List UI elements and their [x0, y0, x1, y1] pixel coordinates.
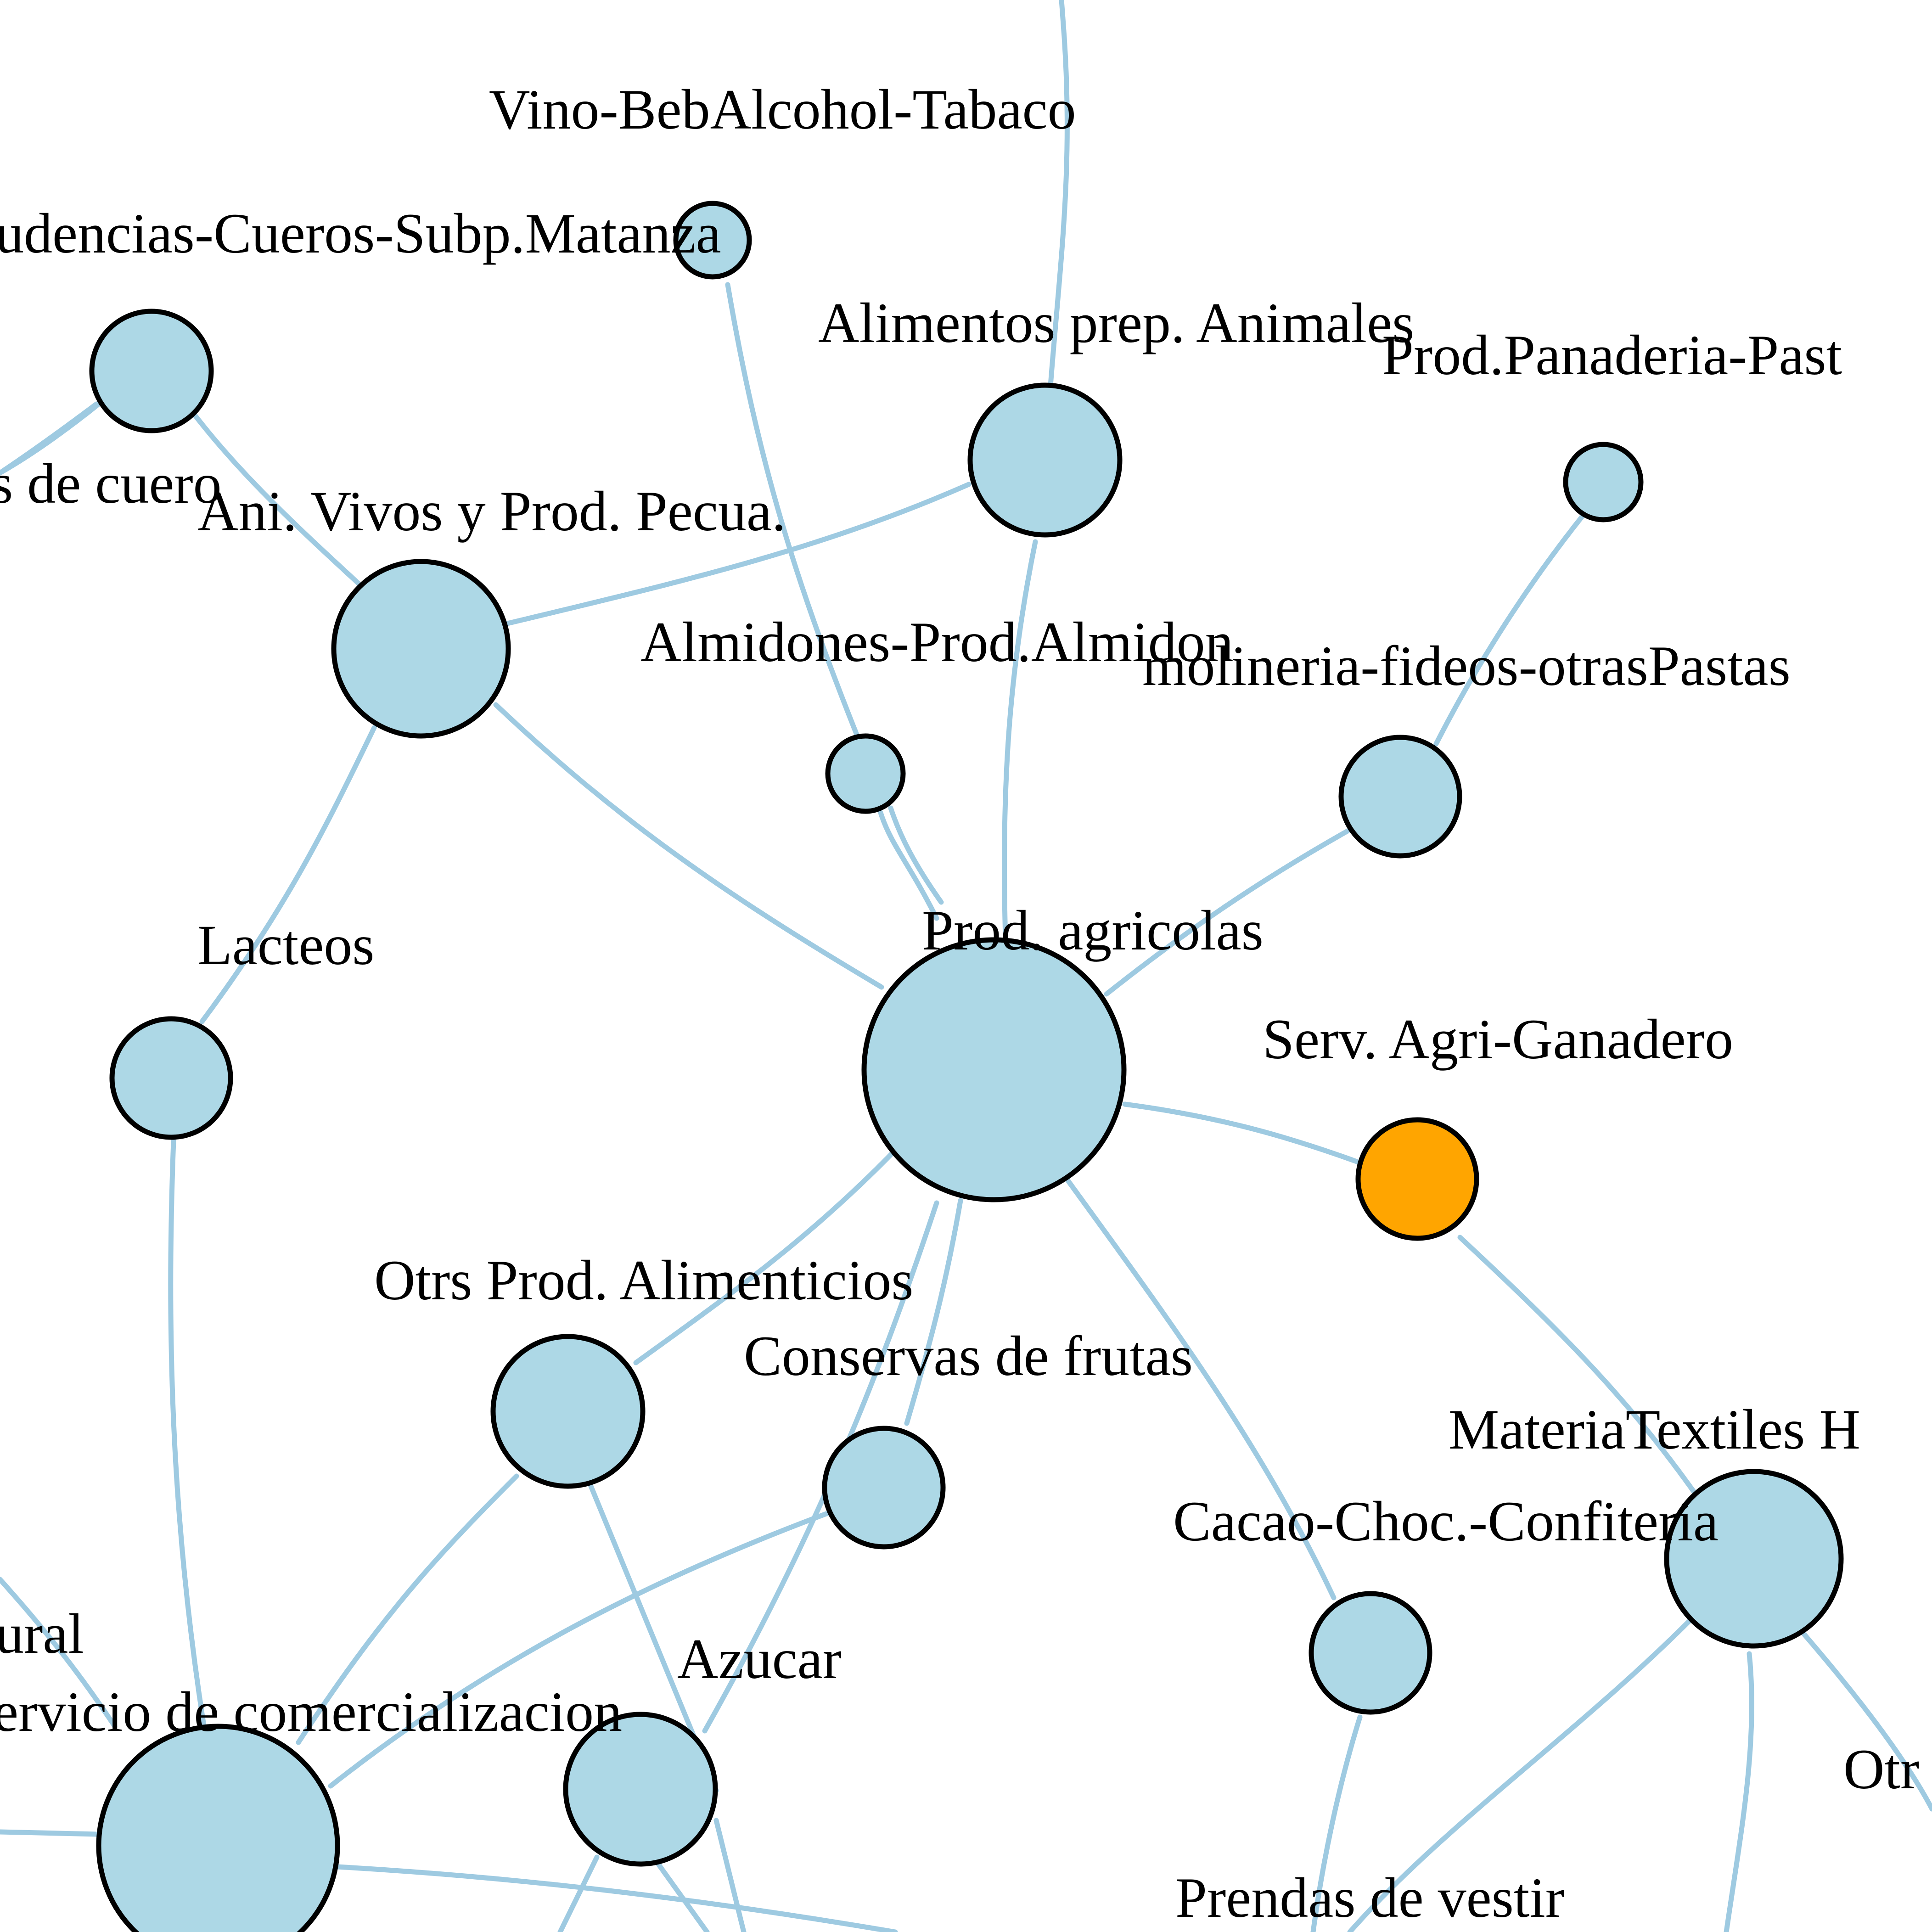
edge-prod-agricolas-to-ani-vivos — [493, 702, 884, 990]
edge-molineria-to-panaderia — [1433, 511, 1587, 747]
node-molineria[interactable] — [1338, 735, 1462, 859]
node-comercializacion[interactable] — [96, 1724, 340, 1932]
node-panaderia[interactable] — [1563, 442, 1644, 522]
label-serv-agri: Serv. Agri-Ganadero — [1263, 1008, 1733, 1071]
node-curtiembres[interactable] — [89, 309, 214, 433]
edge-prendas-to-cacao — [1310, 1714, 1363, 1932]
edge-comercializacion-right-offscreen — [335, 1864, 898, 1932]
edge-serv-agri-to-textiles — [1457, 1235, 1697, 1495]
edge-prod-agricolas-to-alimentos-animales — [1002, 539, 1038, 942]
label-rural: ural — [0, 1602, 84, 1665]
edge-comercializacion-left-offscreen — [0, 1829, 99, 1837]
edge-prod-agricolas-to-conservas — [904, 1198, 963, 1426]
label-comercializacion: ervicio de comercializacion — [0, 1680, 622, 1743]
edge-prod-agricolas-to-almidones — [878, 810, 939, 921]
edge-almidones-to-curtiembres — [888, 805, 944, 905]
node-ani-vivos[interactable] — [331, 559, 511, 739]
label-prendas: Prendas de vestir — [1175, 1866, 1564, 1929]
label-textiles: MateriaTextiles H — [1449, 1398, 1860, 1461]
label-curtiembres: udencias-Cueros-Subp.Matanza — [0, 202, 721, 265]
label-cacao: Cacao-Choc.-Confiteria — [1173, 1490, 1719, 1553]
label-ani-vivos: Ani. Vivos y Prod. Pecua. — [197, 480, 786, 543]
edge-rural-offscreen — [0, 1577, 118, 1729]
node-layer — [89, 201, 1844, 1932]
edge-comercializacion-to-lacteos — [168, 1138, 207, 1731]
label-almidones: Almidones-Prod.Almidon — [640, 611, 1234, 674]
edge-textiles-left-offscreen — [1347, 1618, 1692, 1932]
node-lacteos[interactable] — [109, 1016, 233, 1140]
node-textiles[interactable] — [1664, 1469, 1844, 1649]
node-alimentos-animales[interactable] — [967, 382, 1123, 538]
label-art-cuero: s de cuero — [0, 452, 222, 515]
label-prod-agricolas: Prod. agricolas — [922, 899, 1264, 962]
edge-comercializacion-to-otros-alimenticios — [296, 1473, 519, 1745]
edge-prod-agricolas-to-cacao — [1065, 1177, 1337, 1601]
edge-azucar-right-offscreen — [713, 1818, 747, 1932]
edge-vino-offscreen — [1059, 0, 1066, 21]
label-molineria: molineria-fideos-otrasPastas — [1142, 635, 1791, 697]
label-conservas: Conservas de frutas — [744, 1325, 1193, 1387]
edge-almidones-to-vino-upper — [725, 282, 861, 742]
label-layer: Vino-BebAlcohol-Tabaco udencias-Cueros-S… — [0, 78, 1919, 1929]
node-almidones[interactable] — [825, 733, 906, 814]
edge-prod-agricolas-to-molineria — [1104, 828, 1350, 997]
node-otros-alimenticios[interactable] — [490, 1334, 646, 1489]
edge-textiles-down-offscreen — [1724, 1651, 1754, 1932]
node-prod-agricolas[interactable] — [861, 937, 1127, 1202]
node-conservas[interactable] — [822, 1426, 946, 1550]
label-panaderia: Prod.Panaderia-Past — [1382, 324, 1842, 387]
edge-azucar-left-offscreen — [557, 1854, 600, 1932]
label-azucar: Azucar — [677, 1628, 842, 1690]
node-vino-small[interactable] — [673, 201, 752, 280]
edge-prod-agricolas-to-otros-alimenticios — [633, 1150, 896, 1365]
edge-textiles-right-offscreen — [1802, 1632, 1932, 1812]
edge-prod-agricolas-to-serv-agri — [1122, 1101, 1359, 1164]
edge-vino-to-alimentos-animales — [1048, 16, 1070, 388]
label-otros-alimenticios: Otrs Prod. Alimenticios — [374, 1249, 914, 1312]
label-otr: Otr — [1843, 1738, 1919, 1801]
edge-comercializacion-to-conservas — [328, 1510, 831, 1789]
edge-curtiembres-to-art-cuero — [0, 401, 101, 476]
edge-ani-vivos-to-curtiembres — [192, 413, 361, 586]
label-alimentos-animales: Alimentos prep. Animales — [818, 292, 1414, 354]
label-lacteos: Lacteos — [197, 914, 375, 977]
label-vino: Vino-BebAlcohol-Tabaco — [489, 78, 1076, 141]
node-cacao[interactable] — [1309, 1591, 1432, 1715]
edge-ani-vivos-to-lacteos — [199, 725, 377, 1024]
node-serv-agri[interactable] — [1355, 1117, 1479, 1241]
edge-alimentos-animales-to-ani-vivos — [505, 482, 972, 626]
node-azucar[interactable] — [563, 1712, 718, 1867]
